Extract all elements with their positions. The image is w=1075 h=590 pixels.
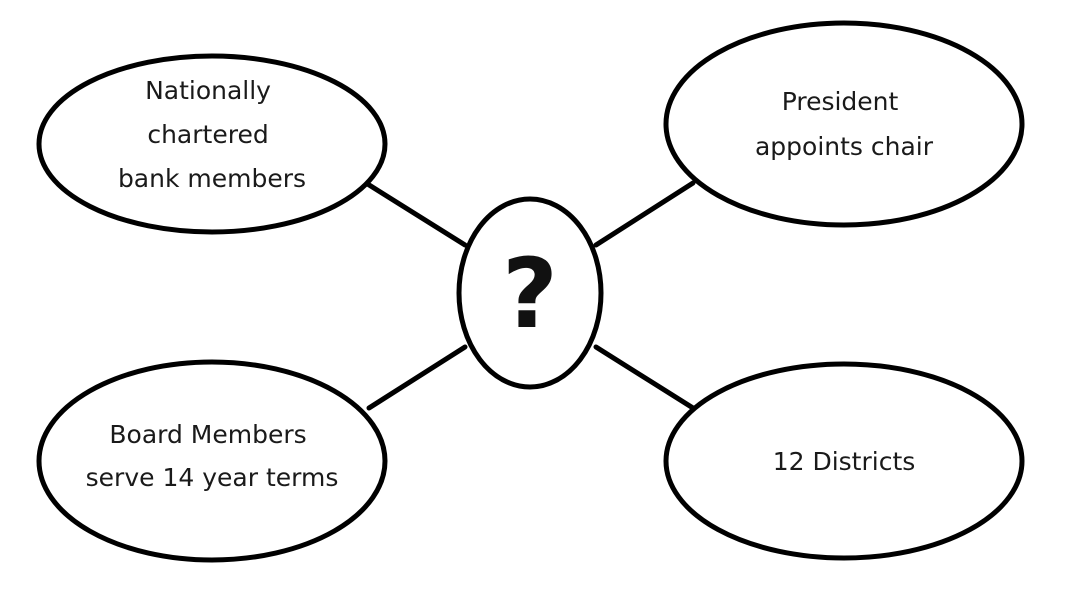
center-question-mark: ? bbox=[502, 238, 558, 350]
node-text: 12 Districts bbox=[773, 447, 916, 476]
node-line: serve 14 year terms bbox=[86, 463, 339, 492]
node-line: President bbox=[782, 87, 899, 116]
node-text: Nationally chartered bank members bbox=[118, 76, 306, 193]
node-text: President appoints chair bbox=[755, 87, 934, 161]
node-line: chartered bbox=[147, 120, 268, 149]
connector-bottom-right bbox=[593, 344, 696, 411]
node-text: Board Members serve 14 year terms bbox=[86, 420, 339, 492]
center-node: ? bbox=[456, 196, 604, 390]
node-line: bank members bbox=[118, 164, 306, 193]
node-nationally-chartered-bank-members: Nationally chartered bank members bbox=[36, 53, 388, 235]
node-line: 12 Districts bbox=[773, 447, 916, 476]
connector-bottom-left bbox=[366, 344, 468, 411]
node-line: Board Members bbox=[109, 420, 306, 449]
node-president-appoints-chair: President appoints chair bbox=[663, 20, 1025, 228]
connector-top-right bbox=[593, 180, 696, 248]
node-board-members-terms: Board Members serve 14 year terms bbox=[36, 359, 388, 563]
node-line: Nationally bbox=[145, 76, 271, 105]
node-12-districts: 12 Districts bbox=[663, 361, 1025, 561]
connector-top-left bbox=[363, 180, 468, 248]
node-line: appoints chair bbox=[755, 132, 934, 161]
